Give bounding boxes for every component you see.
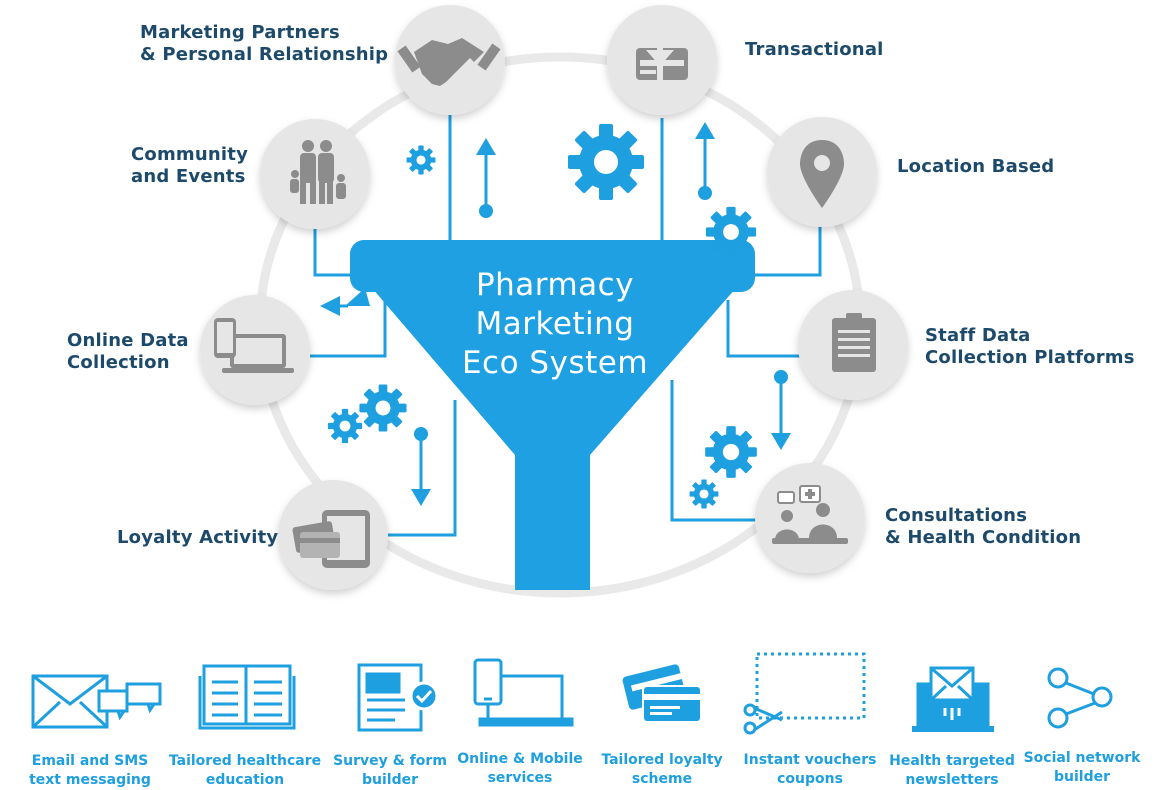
label-transactional: Transactional: [745, 39, 884, 60]
loyalty-cards-icon: [292, 510, 370, 568]
newsletter-icon: [912, 666, 994, 732]
clipboard-icon: [832, 313, 876, 372]
funnel-title: Pharmacy Marketing Eco System: [430, 266, 680, 383]
handshake-icon: [397, 38, 501, 86]
title-line: Marketing: [475, 306, 635, 342]
gear-icon: [568, 124, 644, 200]
share-network-icon: [1047, 667, 1113, 729]
email-sms-icon: [31, 674, 162, 729]
gear-icon: [359, 384, 407, 432]
label-consultations: Consultations& Health Condition: [885, 505, 1082, 548]
gear-icon: [327, 408, 363, 444]
gear-icon: [705, 426, 757, 478]
title-line: Eco System: [461, 345, 649, 381]
family-icon: [290, 140, 346, 204]
open-book-icon: [198, 664, 296, 730]
funnel: [345, 240, 755, 590]
devices-icon: [214, 318, 294, 373]
label-marketing-partners: Marketing Partners& Personal Relationshi…: [140, 22, 389, 65]
consultation-icon: [772, 485, 848, 544]
gear-icon: [689, 479, 719, 509]
gear-icon: [406, 145, 436, 175]
loyalty-card-icon: [622, 664, 702, 723]
label-location-based: Location Based: [897, 156, 1055, 177]
survey-form-icon: [357, 663, 439, 732]
title-line: Pharmacy: [475, 267, 635, 303]
voucher-scissors-icon: [743, 652, 866, 735]
flow-arrows: [320, 122, 791, 506]
service-icons: [31, 652, 1113, 735]
mobile-laptop-icon: [473, 658, 574, 727]
card-transaction-icon: [636, 32, 688, 82]
gear-icon: [705, 206, 757, 258]
label-loyalty-activity: Loyalty Activity: [117, 527, 279, 548]
circle-consultations: [755, 463, 865, 573]
map-pin-icon: [800, 140, 844, 208]
